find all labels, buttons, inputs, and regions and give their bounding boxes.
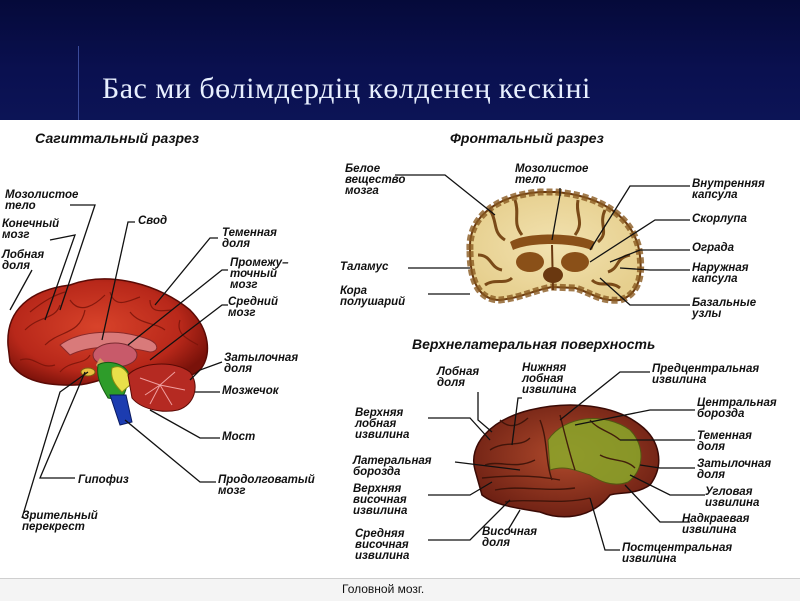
label-corpus-callosum-frontal: Мозолистое тело — [515, 163, 589, 186]
label-occipital-lobe-sagittal: Затылочная доля — [224, 352, 299, 375]
label-lateral-sulcus: Латеральная борозда — [353, 455, 432, 478]
label-occipital-lobe-lateral: Затылочная доля — [697, 458, 772, 481]
label-postcentral-gyrus: Постцентральная извилина — [622, 542, 733, 565]
sagittal-brain — [7, 278, 209, 426]
label-supramarginal-gyrus: Надкраевая извилина — [682, 513, 750, 536]
sagittal-leader-lines — [9, 204, 228, 519]
label-frontal-lobe-sagittal: Лобная доля — [2, 249, 45, 272]
slide-header: Бас ми бөлімдердің көлденең кескіні — [0, 0, 800, 120]
label-superior-frontal-gyrus: Верхняя лобная извилина — [355, 407, 410, 441]
slide-title: Бас ми бөлімдердің көлденең кескіні — [102, 72, 591, 105]
label-hypophysis: Гипофиз — [78, 474, 129, 486]
label-cerebellum: Мозжечок — [222, 385, 279, 397]
label-diencephalon: Промежу– точный мозг — [230, 257, 289, 291]
label-inferior-frontal-gyrus: Нижняя лобная извилина — [522, 362, 577, 396]
label-angular-gyrus: Угловая извилина — [705, 486, 760, 509]
label-optic-chiasm: Зрительный перекрест — [22, 510, 98, 533]
lateral-leader-lines — [428, 371, 705, 551]
label-thalamus: Таламус — [340, 261, 389, 273]
label-external-capsule: Наружная капсула — [692, 262, 749, 285]
label-white-matter: Белое вещество мозга — [345, 163, 406, 197]
label-basal-nuclei: Базальные узлы — [692, 297, 757, 320]
header-divider — [78, 46, 79, 120]
label-middle-temporal-gyrus: Средняя височная извилина — [355, 528, 410, 562]
label-telencephalon: Конечный мозг — [2, 218, 60, 241]
label-corpus-callosum-sagittal: Мозолистое тело — [5, 189, 79, 212]
label-internal-capsule: Внутренняя капсула — [692, 178, 765, 201]
label-precentral-gyrus: Предцентральная извилина — [652, 363, 760, 386]
label-fornix: Свод — [138, 215, 168, 227]
label-temporal-lobe: Височная доля — [482, 526, 537, 549]
label-claustrum: Ограда — [692, 242, 735, 254]
figure-caption: Головной мозг. — [342, 582, 425, 596]
label-central-sulcus: Центральная борозда — [697, 397, 777, 420]
figure-caption-bar: Головной мозг. — [0, 578, 800, 601]
lateral-brain — [473, 404, 660, 518]
label-superior-temporal-gyrus: Верхняя височная извилина — [353, 483, 408, 517]
diagram-panel: Сагиттальный разрез Фронтальный разрез В… — [0, 120, 800, 600]
label-midbrain: Средний мозг — [228, 296, 278, 319]
label-cortex: Кора полушарий — [340, 285, 406, 308]
label-pons: Мост — [222, 431, 256, 443]
frontal-section-title: Фронтальный разрез — [450, 130, 604, 146]
frontal-leader-lines — [395, 174, 690, 306]
label-putamen: Скорлупа — [692, 213, 747, 225]
sagittal-section-title: Сагиттальный разрез — [35, 130, 199, 146]
label-medulla: Продолговатый мозг — [218, 474, 315, 497]
lateral-section-title: Верхнелатеральная поверхность — [412, 336, 656, 352]
brain-illustration — [7, 174, 705, 551]
label-parietal-lobe-sagittal: Теменная доля — [222, 227, 277, 250]
label-parietal-lobe-lateral: Теменная доля — [697, 430, 752, 453]
label-frontal-lobe-lateral: Лобная доля — [437, 366, 480, 389]
